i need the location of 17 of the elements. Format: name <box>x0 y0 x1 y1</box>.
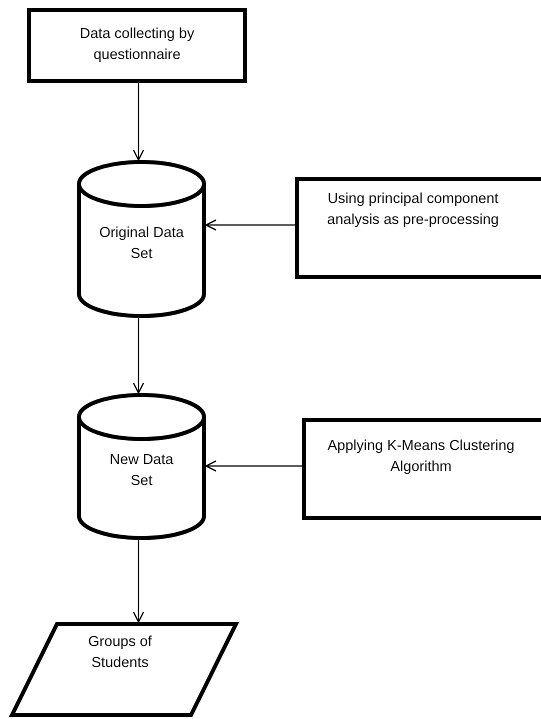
process-box <box>302 418 541 520</box>
arrow <box>205 460 302 472</box>
node-label: Groups of Students <box>87 633 153 674</box>
database-cylinder <box>77 160 206 318</box>
node-label: Original Data Set <box>99 224 184 264</box>
node-label: Data collecting by questionnaire <box>78 25 196 66</box>
data-parallelogram <box>10 622 238 717</box>
arrow <box>132 318 144 394</box>
process-box <box>295 177 541 279</box>
node-label: Using principal component analysis as pre-processing <box>326 190 500 230</box>
process-box <box>27 8 247 83</box>
arrow <box>205 219 295 231</box>
arrow <box>132 83 144 161</box>
database-cylinder <box>77 393 206 540</box>
node-label: Applying K-Means Clustering Algorithm <box>326 437 516 478</box>
node-label: New Data Set <box>108 451 174 492</box>
arrow <box>132 540 144 623</box>
